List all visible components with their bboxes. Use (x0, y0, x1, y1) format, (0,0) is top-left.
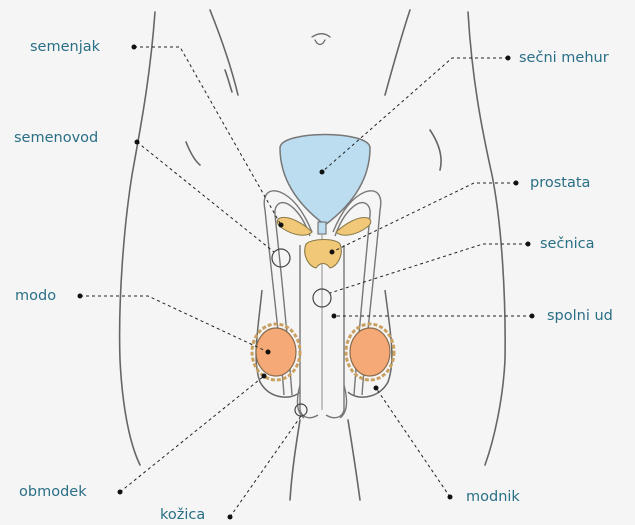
label-modo: modo (15, 287, 56, 305)
label-kozica: kožica (160, 506, 205, 524)
dot-modnik-target (374, 386, 379, 391)
penis-left (300, 245, 318, 418)
leader-obmodek (120, 376, 264, 492)
marker-circle-spermatic-cord (272, 249, 290, 267)
dot-secnica-label (526, 242, 531, 247)
dot-prostata-label (514, 181, 519, 186)
body-right-outline (468, 12, 505, 465)
testis-left (256, 328, 296, 376)
bladder-neck (318, 222, 326, 234)
urinary-bladder (280, 135, 370, 226)
label-secni-mehur: sečni mehur (519, 49, 609, 67)
dot-spolni-ud-label (530, 314, 535, 319)
body-left-outline (120, 12, 155, 465)
leader-kozica (230, 416, 301, 517)
dot-semenovod-label (135, 140, 140, 145)
label-secnica: sečnica (540, 235, 595, 253)
leader-modo (80, 296, 268, 352)
testis-left-group (252, 324, 300, 380)
leader-semenovod (137, 142, 274, 252)
label-obmodek: obmodek (19, 483, 87, 501)
label-semenovod: semenovod (14, 129, 98, 147)
dot-prostata-target (330, 250, 335, 255)
label-semenjak: semenjak (30, 38, 100, 56)
hip-left-line (210, 10, 238, 95)
dot-semenjak-target (279, 223, 284, 228)
leader-secnica (330, 244, 528, 293)
dot-obmodek-target (262, 374, 267, 379)
penis-right (326, 245, 344, 418)
testis-right (350, 328, 390, 376)
leader-modnik (376, 388, 450, 497)
navel (312, 34, 330, 45)
label-spolni-ud: spolni ud (547, 307, 613, 325)
dot-modo-label (78, 294, 83, 299)
hip-right-line (385, 10, 441, 170)
dot-secni-mehur-target (320, 170, 325, 175)
label-prostata: prostata (530, 174, 590, 192)
dot-secni-mehur-label (506, 56, 511, 61)
dot-modnik-label (448, 495, 453, 500)
leg-left-inner (290, 420, 300, 500)
seminal-vesicle-right (336, 217, 371, 235)
dot-semenjak-label (132, 45, 137, 50)
leg-right-inner (348, 420, 360, 500)
prostate (305, 240, 342, 269)
dot-spolni-ud-target (332, 314, 337, 319)
dot-modo-target (266, 350, 271, 355)
dot-obmodek-label (118, 490, 123, 495)
groin-left-line (186, 142, 200, 165)
testis-right-group (346, 324, 394, 380)
dot-kozica-label (228, 515, 233, 520)
label-modnik: modnik (466, 488, 520, 506)
